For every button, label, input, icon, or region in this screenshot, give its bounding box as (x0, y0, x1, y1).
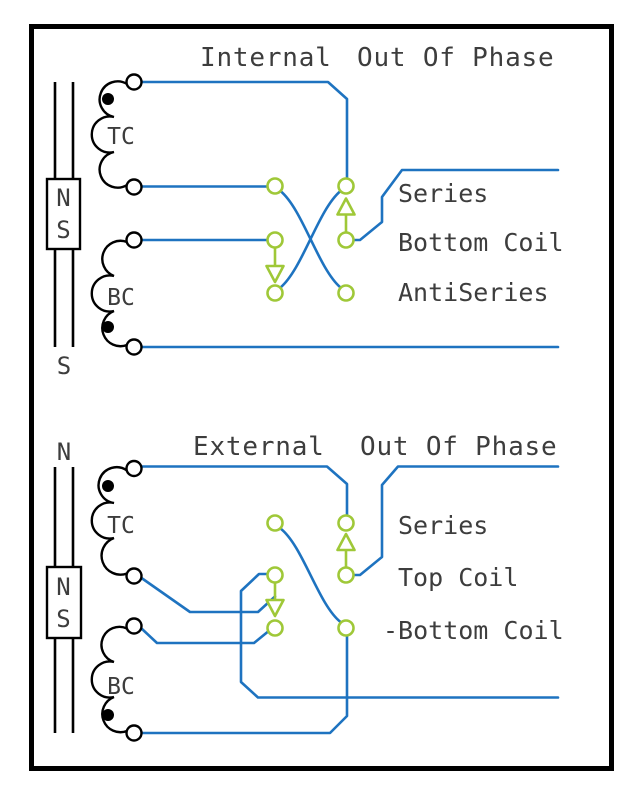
coil-terminal (125, 231, 143, 249)
magnet-bar: N S S (45, 82, 82, 380)
switch-contact (337, 231, 355, 249)
phase-switch (265, 177, 356, 302)
wiper-arrow-up-icon (336, 197, 356, 216)
wires (139, 465, 560, 735)
diagram-title-rest: Out Of Phase (357, 43, 554, 73)
coil-terminal (125, 178, 143, 196)
coil-label-bc: BC (107, 674, 135, 700)
output-label-top-coil: Top Coil (398, 563, 518, 592)
wire-tc-top-to-switch (139, 465, 349, 517)
switch-contact (337, 566, 355, 584)
wire-cross-b (279, 189, 342, 289)
switch-contact (266, 619, 284, 637)
wire-cross-diagonal (279, 527, 342, 624)
phase-dot (102, 709, 114, 721)
phase-dot (102, 93, 114, 105)
coil-terminal (125, 724, 143, 742)
wire-left-wiper-out (239, 572, 560, 699)
bottom-coil: BC (90, 617, 143, 742)
wire-bc-top (140, 627, 269, 645)
magnet-bar: N N S (45, 438, 83, 733)
switch-contact (337, 177, 355, 195)
wire-tc-top-to-switch (139, 80, 349, 179)
magnet-box (45, 177, 82, 251)
output-label-antiseries: AntiSeries (398, 278, 549, 307)
wiper-arrow-down-icon (265, 264, 285, 284)
coil-winding (90, 625, 128, 734)
magnet-letter-s: S (56, 216, 70, 244)
switch-contact (337, 284, 355, 302)
figure-border (29, 24, 614, 771)
coil-terminal (125, 567, 143, 585)
pole-label-north: N (57, 438, 71, 466)
coil-label-bc: BC (107, 285, 135, 311)
coil-terminal (125, 459, 143, 478)
diagram-internal-out-of-phase: Internal Out Of Phase N S S (45, 43, 564, 380)
phase-switch (265, 514, 356, 637)
diagram-title: Internal (200, 43, 332, 73)
phase-dot (102, 480, 114, 492)
output-label-bottom-coil: Bottom Coil (398, 228, 564, 257)
magnet-letter-n: N (56, 573, 70, 601)
coil-winding (90, 466, 128, 576)
phase-dot (102, 321, 114, 333)
coil-label-tc: TC (107, 124, 135, 150)
coil-terminal (125, 338, 143, 356)
switch-contact (337, 619, 355, 637)
wire-tc-bottom (140, 576, 277, 614)
top-coil: TC (90, 73, 143, 196)
switch-contact (266, 566, 284, 584)
output-label-series: Series (398, 179, 488, 208)
bottom-coil: BC (90, 231, 143, 356)
wiper-arrow-down-icon (265, 598, 285, 618)
wire-series-out (352, 168, 560, 242)
coil-terminal (125, 617, 143, 635)
magnet-letter-n: N (56, 184, 70, 212)
magnet-box (45, 565, 83, 640)
coil-winding (90, 239, 128, 348)
coil-winding (90, 80, 128, 189)
output-label-series: Series (398, 511, 488, 540)
diagram-title: External (193, 432, 325, 462)
diagram-title-rest: Out Of Phase (360, 432, 557, 462)
top-coil: TC (90, 459, 143, 585)
switch-contact (266, 231, 284, 249)
wiper-arrow-up-icon (336, 532, 356, 552)
switch-contact (266, 284, 284, 302)
wires (139, 80, 560, 349)
coil-terminal (125, 73, 143, 91)
switch-contact (266, 177, 284, 195)
wire-series-out (352, 465, 560, 577)
wire-bc-bottom-to-switch (139, 634, 349, 735)
pole-label-south: S (57, 352, 71, 380)
output-label-minus-bottom-coil: -Bottom Coil (383, 616, 564, 645)
switch-contact (266, 514, 284, 532)
diagram-external-out-of-phase: External Out Of Phase N N S (45, 432, 564, 742)
magnet-letter-s: S (56, 605, 70, 633)
switch-contact (337, 514, 355, 532)
coil-label-tc: TC (107, 513, 135, 539)
